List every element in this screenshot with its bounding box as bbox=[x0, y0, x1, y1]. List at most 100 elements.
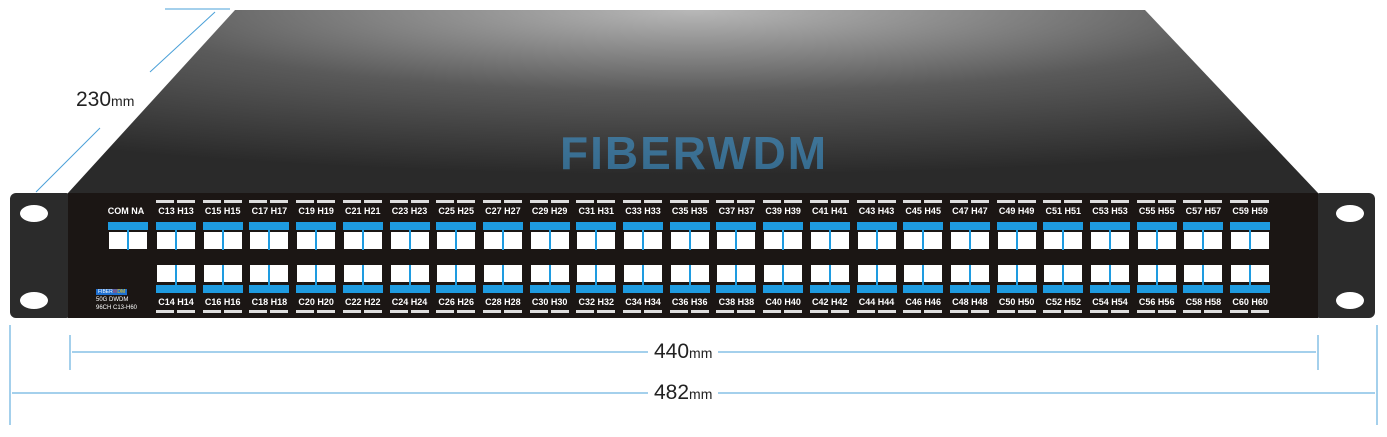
label-tab bbox=[156, 310, 174, 313]
lc-duplex-adapter[interactable] bbox=[763, 265, 804, 293]
lc-duplex-adapter[interactable] bbox=[1090, 265, 1130, 293]
lc-duplex-adapter[interactable] bbox=[1043, 265, 1084, 293]
lc-duplex-adapter[interactable] bbox=[576, 222, 617, 250]
label-tab bbox=[690, 310, 709, 313]
label-tab bbox=[924, 310, 943, 313]
label-tab bbox=[1183, 200, 1202, 203]
lc-duplex-adapter[interactable] bbox=[1136, 265, 1177, 293]
lc-duplex-adapter[interactable] bbox=[949, 222, 990, 250]
lc-duplex-adapter[interactable] bbox=[249, 222, 290, 250]
port-label: C16 H16 bbox=[204, 297, 241, 307]
lc-duplex-adapter[interactable] bbox=[389, 265, 430, 293]
label-tab bbox=[644, 310, 662, 313]
label-tab bbox=[202, 200, 221, 203]
lc-duplex-adapter[interactable] bbox=[856, 265, 897, 293]
lc-duplex-adapter[interactable] bbox=[716, 222, 757, 250]
label-tab bbox=[690, 200, 709, 203]
lc-duplex-adapter[interactable] bbox=[576, 265, 617, 293]
lc-duplex-adapter[interactable] bbox=[623, 265, 663, 293]
lc-duplex-adapter[interactable] bbox=[1090, 222, 1130, 250]
label-tab bbox=[1017, 200, 1036, 203]
lc-duplex-adapter[interactable] bbox=[202, 222, 243, 250]
lc-duplex-adapter[interactable] bbox=[529, 265, 570, 293]
lc-duplex-adapter[interactable] bbox=[903, 265, 944, 293]
port-label: C39 H39 bbox=[765, 206, 801, 216]
label-tab bbox=[809, 200, 828, 203]
port-label: C25 H25 bbox=[438, 206, 474, 216]
lc-duplex-adapter[interactable] bbox=[1230, 222, 1271, 250]
port-label: C37 H37 bbox=[718, 206, 755, 216]
label-tab bbox=[410, 200, 429, 203]
label-tab bbox=[1157, 200, 1176, 203]
port-label: C52 H52 bbox=[1045, 297, 1082, 307]
label-tab bbox=[669, 310, 688, 313]
lc-duplex-adapter[interactable] bbox=[156, 265, 196, 293]
depth-unit: mm bbox=[111, 93, 135, 109]
label-tab bbox=[156, 200, 174, 203]
label-tab bbox=[949, 200, 968, 203]
lc-duplex-adapter[interactable] bbox=[1183, 222, 1224, 250]
depth-value: 230 bbox=[76, 88, 112, 111]
label-tab bbox=[1183, 310, 1202, 313]
label-tab bbox=[1136, 200, 1155, 203]
label-tab bbox=[177, 310, 195, 313]
lc-duplex-adapter[interactable] bbox=[1183, 265, 1224, 293]
label-tab bbox=[457, 200, 476, 203]
label-tab bbox=[249, 310, 268, 313]
lc-duplex-adapter[interactable] bbox=[342, 222, 383, 250]
lc-duplex-adapter[interactable] bbox=[669, 222, 710, 250]
lc-duplex-adapter[interactable] bbox=[1230, 265, 1271, 293]
lc-duplex-adapter[interactable] bbox=[296, 265, 337, 293]
lc-duplex-adapter[interactable] bbox=[809, 222, 850, 250]
lc-duplex-adapter[interactable] bbox=[669, 265, 710, 293]
label-tab bbox=[317, 200, 336, 203]
lc-duplex-adapter[interactable] bbox=[809, 265, 850, 293]
lc-duplex-adapter[interactable] bbox=[249, 265, 290, 293]
port-label: C13 H13 bbox=[158, 206, 194, 216]
lc-duplex-adapter[interactable] bbox=[108, 222, 148, 250]
label-tab bbox=[856, 200, 875, 203]
lc-duplex-adapter[interactable] bbox=[1043, 222, 1084, 250]
lc-duplex-adapter[interactable] bbox=[202, 265, 243, 293]
label-tab bbox=[1111, 310, 1129, 313]
lc-duplex-adapter[interactable] bbox=[156, 222, 196, 250]
label-tab bbox=[1017, 310, 1036, 313]
lc-duplex-adapter[interactable] bbox=[856, 222, 897, 250]
lc-duplex-adapter[interactable] bbox=[482, 265, 523, 293]
label-tab bbox=[529, 200, 548, 203]
lc-duplex-adapter[interactable] bbox=[763, 222, 804, 250]
port-label: C41 H41 bbox=[812, 206, 848, 216]
port-label: C14 H14 bbox=[158, 297, 194, 307]
label-tab bbox=[1204, 200, 1223, 203]
lc-duplex-adapter[interactable] bbox=[436, 265, 477, 293]
lc-duplex-adapter[interactable] bbox=[529, 222, 570, 250]
port-label: C56 H56 bbox=[1138, 297, 1175, 307]
port-label: C30 H30 bbox=[531, 297, 568, 307]
port-label: C60 H60 bbox=[1232, 297, 1268, 307]
lc-duplex-adapter[interactable] bbox=[482, 222, 523, 250]
lc-duplex-adapter[interactable] bbox=[623, 222, 663, 250]
label-tab bbox=[1090, 200, 1108, 203]
lc-duplex-adapter[interactable] bbox=[1136, 222, 1177, 250]
lc-duplex-adapter[interactable] bbox=[716, 265, 757, 293]
label-tab bbox=[784, 310, 803, 313]
mount-hole bbox=[20, 205, 48, 222]
lc-duplex-adapter[interactable] bbox=[436, 222, 477, 250]
label-tab bbox=[389, 200, 408, 203]
port-label: C33 H33 bbox=[625, 206, 661, 216]
lc-duplex-adapter[interactable] bbox=[996, 222, 1037, 250]
label-tab bbox=[1251, 200, 1270, 203]
port-label: C46 H46 bbox=[905, 297, 941, 307]
label-tab bbox=[1090, 310, 1108, 313]
port-label: C53 H53 bbox=[1092, 206, 1128, 216]
port-label: C32 H32 bbox=[578, 297, 615, 307]
com-label: COM NA bbox=[107, 206, 145, 216]
lc-duplex-adapter[interactable] bbox=[949, 265, 990, 293]
label-tab bbox=[644, 200, 662, 203]
lc-duplex-adapter[interactable] bbox=[996, 265, 1037, 293]
lc-duplex-adapter[interactable] bbox=[342, 265, 383, 293]
lc-duplex-adapter[interactable] bbox=[389, 222, 430, 250]
label-tab bbox=[830, 310, 849, 313]
lc-duplex-adapter[interactable] bbox=[296, 222, 337, 250]
lc-duplex-adapter[interactable] bbox=[903, 222, 944, 250]
